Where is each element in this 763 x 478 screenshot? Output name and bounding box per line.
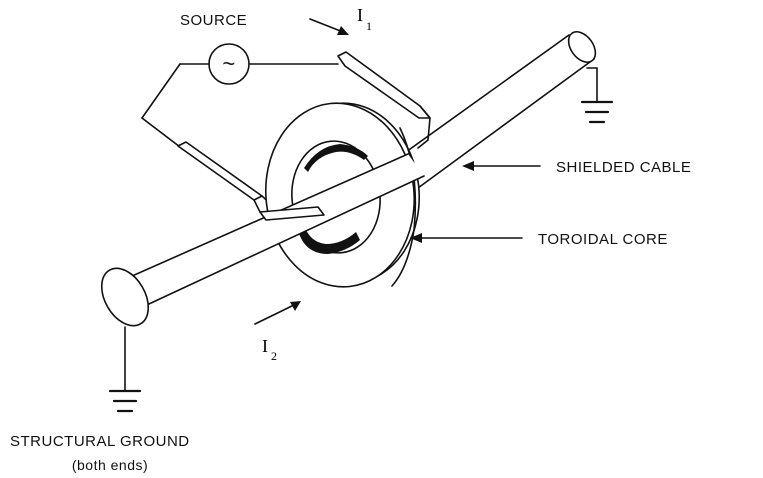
ground-symbol-right [580,67,614,124]
shielded-cable-label: SHIELDED CABLE [556,159,691,176]
callout-shielded-cable [462,161,541,171]
source-label: SOURCE [180,12,247,29]
current-arrow-i1 [309,18,349,35]
toroidal-core-label: TOROIDAL CORE [538,231,668,248]
current-arrow-i2 [254,301,301,325]
ac-source-icon: ~ [208,43,250,85]
shielded-cable-far-segment [391,31,597,189]
ground-symbol-left [108,326,142,413]
callout-toroidal-core [410,233,523,243]
current-label-i1: I [357,5,363,25]
source-wiring [141,51,431,213]
both-ends-label: (both ends) [72,457,148,473]
structural-ground-label: STRUCTURAL GROUND [10,433,190,450]
current-label-i2: I [262,336,268,356]
current-subscript-i1: 1 [366,19,372,33]
source-symbol: ~ [222,51,235,76]
wire-wrap [259,206,325,221]
shielded-cable-near-segment [100,153,425,327]
current-subscript-i2: 2 [271,349,277,363]
